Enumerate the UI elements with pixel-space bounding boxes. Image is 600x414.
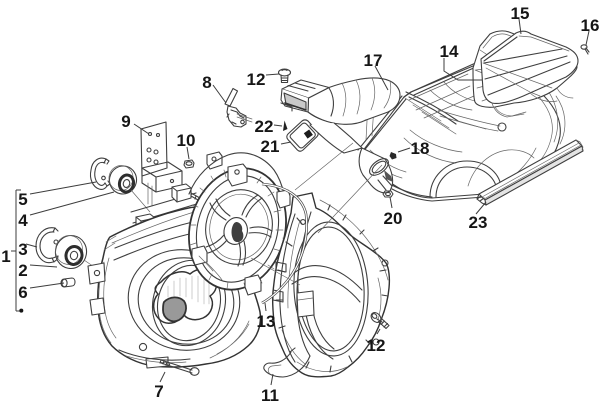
- svg-text:1: 1: [1, 247, 10, 266]
- svg-text:21: 21: [261, 137, 280, 156]
- svg-text:23: 23: [469, 213, 488, 232]
- svg-text:13: 13: [257, 312, 276, 331]
- svg-text:5: 5: [18, 190, 27, 209]
- svg-text:16: 16: [581, 16, 600, 35]
- svg-text:4: 4: [18, 211, 28, 230]
- svg-text:15: 15: [511, 4, 530, 23]
- svg-text:12: 12: [247, 70, 266, 89]
- svg-text:2: 2: [18, 261, 27, 280]
- svg-text:22: 22: [255, 117, 274, 136]
- svg-text:10: 10: [177, 131, 196, 150]
- svg-text:6: 6: [18, 283, 27, 302]
- svg-text:11: 11: [261, 386, 279, 405]
- svg-text:18: 18: [411, 139, 430, 158]
- svg-text:20: 20: [384, 209, 403, 228]
- svg-text:9: 9: [121, 112, 130, 131]
- svg-text:3: 3: [18, 240, 27, 259]
- svg-text:8: 8: [202, 73, 211, 92]
- svg-text:12: 12: [367, 336, 386, 355]
- svg-text:7: 7: [154, 382, 163, 401]
- svg-text:17: 17: [364, 51, 383, 70]
- svg-text:14: 14: [440, 42, 459, 61]
